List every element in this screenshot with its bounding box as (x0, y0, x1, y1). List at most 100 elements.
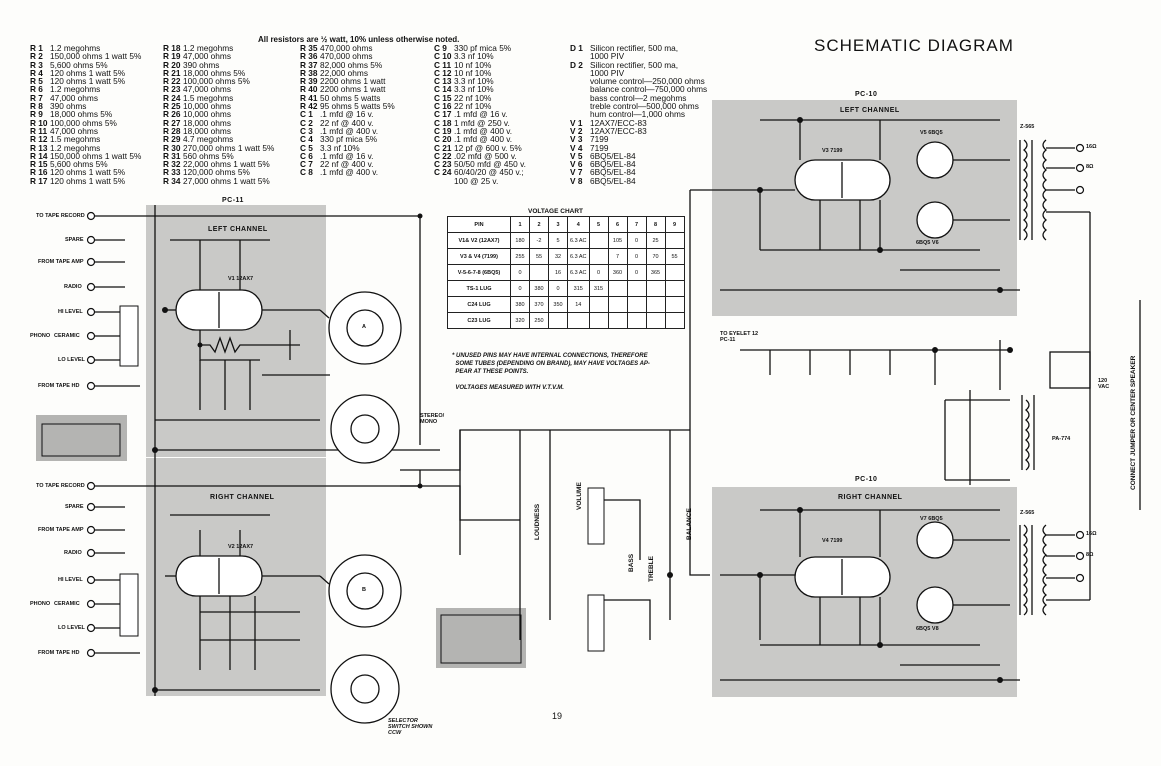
part-ref: R 32 (163, 159, 181, 170)
part-value: 10 nf 10% (454, 59, 492, 70)
jack-from-tape-hd-2: FROM TAPE HD (38, 650, 80, 656)
part-ref: C 8 (300, 167, 313, 178)
voltage-chart-cell: 7 (626, 216, 647, 233)
tube-v8-label: 6BQ5 V8 (916, 626, 939, 632)
voltage-chart-cell: 14 (567, 296, 590, 313)
left-channel-label: LEFT CHANNEL (208, 226, 268, 233)
mains-voltage-label: 120 VAC (1098, 378, 1110, 390)
part-ref: C 15 (434, 92, 452, 103)
part-ref: R 28 (163, 125, 181, 136)
part-value: 18,000 ohms 5% (183, 67, 246, 78)
part-value: 47,000 ohms (50, 92, 98, 103)
parts-list-row: C 22.02 mfd @ 500 v. (434, 152, 526, 161)
voltage-chart-cell (664, 312, 685, 329)
part-ref: R 19 (163, 51, 181, 62)
eyelet-label: TO EYELET 12 PC-11 (720, 331, 759, 343)
tube-v7-label: V7 6BQ5 (920, 516, 943, 522)
part-ref: R 29 (163, 134, 181, 145)
voltage-chart-cell: 5 (588, 216, 609, 233)
part-ref: R 40 (300, 84, 318, 95)
voltage-chart-cell: 6.3 AC (567, 264, 590, 281)
part-value: .1 mfd @ 400 v. (454, 125, 513, 136)
voltage-chart-cell: 365 (645, 264, 666, 281)
tube-v2-label: V2 12AX7 (228, 544, 254, 550)
part-value: 120 ohms 1 watt 5% (50, 175, 126, 186)
voltage-chart-cell: 105 (607, 232, 628, 249)
part-value: Silicon rectifier, 500 ma, (590, 59, 679, 70)
part-ref: R 16 (30, 167, 48, 178)
part-ref: R 24 (163, 92, 181, 103)
parts-list-row: C 1.1 mfd @ 16 v. (300, 109, 395, 120)
voltage-chart-cell: 8 (645, 216, 666, 233)
part-ref: R 15 (30, 159, 48, 170)
part-ref: R 21 (163, 67, 181, 78)
part-value: 470,000 ohms (320, 51, 373, 62)
parts-list-row: hum control—1,000 ohms (570, 109, 707, 120)
voltage-chart-cell: 0 (510, 280, 530, 297)
part-value: hum control—1,000 ohms (590, 109, 686, 120)
wafer-b-label: B (362, 587, 366, 593)
jack-to-tape-record: TO TAPE RECORD (36, 213, 85, 219)
part-value: 270,000 ohms 1 watt 5% (183, 142, 275, 153)
part-value: volume control—250,000 ohms (590, 76, 705, 87)
voltage-chart-cell: 55 (529, 248, 549, 265)
voltage-chart-cell: 0 (548, 280, 568, 297)
part-ref: R 31 (163, 150, 181, 161)
jack-radio: RADIO (64, 284, 82, 290)
part-value: 330 pf mica 5% (454, 43, 512, 53)
part-value: Silicon rectifier, 500 ma, (590, 43, 679, 53)
part-ref: R 9 (30, 109, 43, 120)
voltage-chart-cell: 5 (548, 232, 568, 249)
part-ref: C 14 (434, 84, 452, 95)
part-value: 120 ohms 1 watt 5% (50, 76, 126, 87)
part-value: 2200 ohms 1 watt (320, 76, 386, 87)
voltage-chart-cell: 0 (626, 248, 647, 265)
part-ref: R 5 (30, 76, 43, 87)
part-ref: V 1 (570, 117, 583, 128)
parts-list-row: C 3.1 mfd @ 400 v. (300, 127, 395, 136)
part-value: 95 ohms 5 watts 5% (320, 101, 395, 112)
part-value: 3.3 nf 10% (454, 76, 494, 87)
part-value: 18,000 ohms (183, 125, 231, 136)
part-ref: R 23 (163, 84, 181, 95)
jack-lo-level: LO LEVEL (58, 357, 85, 363)
voltage-chart-cell: 4 (567, 216, 590, 233)
part-value: balance control—750,000 ohms (590, 84, 708, 95)
part-value: 27,000 ohms 1 watt 5% (183, 175, 270, 186)
jack-phono-2: PHONO (30, 601, 51, 607)
jack-spare: SPARE (65, 237, 84, 243)
part-value: .1 mfd @ 16 v. (320, 109, 374, 120)
voltage-chart-title: VOLTAGE CHART (528, 208, 584, 215)
part-value: 390 ohms (183, 59, 220, 70)
part-ref: R 37 (300, 59, 318, 70)
part-value: 1 mfd @ 250 v. (454, 117, 510, 128)
part-value: 10,000 ohms (183, 101, 231, 112)
part-ref: R 12 (30, 134, 48, 145)
part-value: 3.3 nf 10% (454, 51, 494, 62)
part-value: 390 ohms (50, 101, 87, 112)
part-value: bass control—2 megohms (590, 92, 687, 103)
